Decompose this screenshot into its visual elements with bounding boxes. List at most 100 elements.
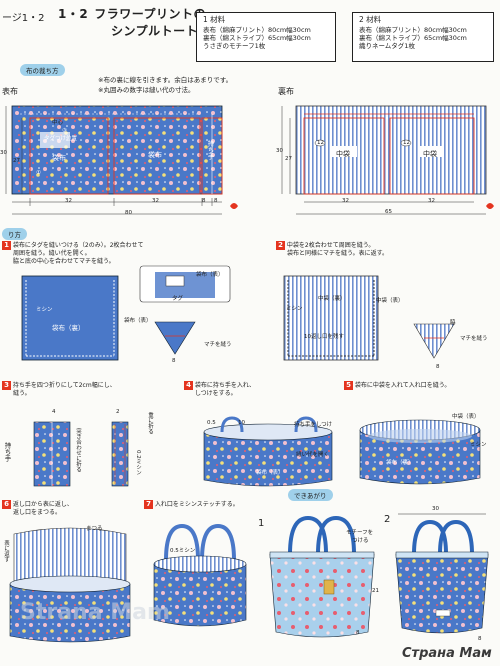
s2-opening: 10返し口を残す	[304, 334, 344, 340]
lining-cutting-diagram	[281, 105, 494, 215]
outer-tag-position: タグつけ位置	[44, 136, 78, 142]
outer-bag-label-2: 袋布	[148, 151, 162, 159]
finished-num-1: 1	[258, 518, 265, 529]
s7-mishin: 0.5ミシン	[170, 548, 196, 554]
page-subtitle: シンプルトート	[111, 24, 199, 38]
step-5-number: 5	[344, 381, 353, 390]
s5-mishin: ミシン	[470, 442, 487, 448]
cutting-note-2: ※丸囲みの数字は縫い代の寸法。	[98, 86, 195, 94]
materials-line: 裏布（綿ストライプ）65cm幅30cm	[359, 34, 467, 42]
lining-fabric-label: 裏布	[278, 87, 294, 96]
step-3-diagram	[33, 421, 129, 487]
step-2-line: 袋布と同様にマチを縫う。表に返す。	[287, 250, 389, 257]
s2-8: 8	[436, 364, 440, 370]
s4-bag: 袋布（表）	[256, 470, 284, 476]
fin2-8: 8	[478, 636, 482, 642]
s4-10: 10	[238, 420, 245, 426]
s3-fold: 突き合わせに折る	[75, 428, 81, 472]
step-1-text: 1 袋布にタグを縫いつける（2のみ）。2枚合わせて 周囲を縫う。縫い代を開く。 …	[2, 241, 262, 266]
outer-w3-label: 8	[202, 198, 206, 204]
step-2-diagram	[283, 275, 455, 361]
step-7-line: 入れ口をミシンステッチする。	[154, 501, 239, 508]
s2-gusset: マチを縫う	[460, 336, 488, 342]
outer-w2-label: 32	[152, 198, 159, 204]
s2-waki: 脇	[450, 320, 456, 326]
fin2-30: 30	[432, 506, 439, 512]
outer-height-label: 30	[0, 150, 7, 156]
finished-pill: できあがり	[288, 489, 333, 501]
step-4-text: 4 袋布に持ち手を入れ、 しつけをする。	[184, 381, 334, 398]
lining-fabric-rect	[295, 105, 487, 195]
lining-12b: 12	[403, 140, 410, 146]
step-6-line: 返し口をまつる。	[13, 509, 62, 516]
lining-height-label: 30	[276, 148, 283, 154]
step-1-number: 1	[2, 241, 11, 250]
outer-c1-label: ①	[36, 170, 41, 176]
outer-bag-label-1: 袋布	[52, 154, 66, 162]
step-2-line: 中袋を2枚合わせて周囲を縫う。	[286, 242, 375, 249]
materials-line: 織りネームタグ1枚	[359, 42, 415, 50]
finished-num-2: 2	[384, 514, 391, 525]
s3-4: 4	[52, 409, 56, 415]
step-3-line: 持ち手を四つ折りにして2cm幅にし、	[12, 382, 116, 389]
step-3-text: 3 持ち手を四つ折りにして2cm幅にし、 縫う。	[2, 381, 172, 398]
s4-05: 0.5	[207, 420, 216, 426]
step-4-number: 4	[184, 381, 193, 390]
s6-turn: 表に返す	[3, 540, 9, 562]
materials-line: 表布（綿麻プリント）80cm幅30cm	[359, 26, 467, 34]
outer-total-label: 80	[125, 210, 132, 216]
s5-bag: 袋布（裏）	[386, 460, 414, 466]
fin1-motif: モチーフを	[346, 530, 374, 536]
howto-pill: り方	[2, 228, 27, 240]
lining-12a: 12	[317, 140, 324, 146]
s2-inner-back: 中袋（裏）	[318, 296, 346, 302]
step-2-number: 2	[276, 241, 285, 250]
lining-inner-height-label: 27	[285, 156, 292, 162]
step-5-line: 袋布に中袋を入れて入れ口を縫う。	[354, 382, 451, 389]
s2-mishin: ミシン	[286, 306, 303, 312]
finished-bag-2	[395, 513, 489, 634]
s1-8: 8	[172, 358, 176, 364]
s3-handle: 持ち手	[3, 442, 11, 462]
lining-bag-label-1: 中袋	[336, 150, 350, 158]
step-6-diagram	[9, 527, 131, 643]
step-6-text: 6 返し口から表に返し、 返し口をまつる。	[2, 500, 142, 517]
s3-fold2: 重に折る	[147, 412, 153, 434]
title-prefix: 1・2	[58, 7, 89, 21]
step-1-line: 周囲を縫う。縫い代を開く。	[13, 250, 91, 257]
lining-bag-label-2: 中袋	[423, 150, 437, 158]
step-4-line: 袋布に持ち手を入れ、	[194, 382, 255, 389]
materials-line: 裏布（綿ストライプ）65cm幅30cm	[203, 34, 311, 42]
s1-bag-front: 袋布（表）	[196, 272, 224, 278]
materials-box-1: 1 材料 表布（綿麻プリント）80cm幅30cm 裏布（綿ストライプ）65cm幅…	[196, 12, 336, 62]
outer-fabric-cutting-diagram	[5, 105, 238, 215]
fin1-motif-2: つける	[352, 538, 369, 544]
cutting-pill: 布の裁ち方	[20, 64, 65, 76]
s4-gusset: 縫い代を開く	[296, 452, 330, 458]
s2-inner-front: 中袋（表）	[376, 298, 404, 304]
step-7-diagram	[153, 523, 247, 627]
step-5-diagram	[359, 419, 481, 485]
step-3-number: 3	[2, 381, 11, 390]
step-7-text: 7 入れ口をミシンステッチする。	[144, 500, 274, 509]
outer-c3-label: ③	[62, 128, 67, 134]
outer-w1-label: 32	[65, 198, 72, 204]
s3-mishin: 0.2ミシン	[135, 450, 141, 476]
step-6-line: 返し口から表に返し、	[12, 501, 73, 508]
lining-w2-label: 32	[428, 198, 435, 204]
materials-line: うさぎのモチーフ1枚	[203, 42, 266, 50]
step-2-text: 2 中袋を2枚合わせて周囲を縫う。 袋布と同様にマチを縫う。表に返す。	[276, 241, 498, 258]
outer-fabric-rect	[11, 105, 223, 195]
page-ref: ージ1・2	[2, 13, 45, 24]
step-1-line: 袋布にタグを縫いつける（2のみ）。2枚合わせて	[12, 242, 144, 249]
lining-w1-label: 32	[342, 198, 349, 204]
s1-tag: タグ	[172, 296, 184, 302]
watermark-cyrillic: Страна Мам	[402, 646, 492, 661]
step-6-number: 6	[2, 500, 11, 509]
s1-bag-back: 袋布（裏）	[52, 324, 85, 332]
s1-mishin: ミシン	[36, 307, 53, 313]
fin1-21: 21	[372, 588, 379, 594]
finished-bag-1	[269, 515, 375, 638]
step-4-line: しつけをする。	[195, 390, 237, 397]
materials-line: 表布（綿麻プリント）80cm幅30cm	[203, 26, 311, 34]
